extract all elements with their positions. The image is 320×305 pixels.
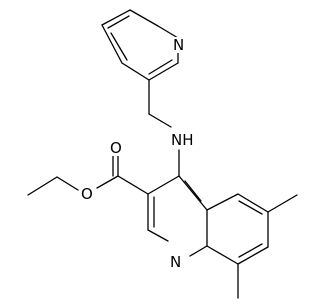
bond: [110, 32, 128, 61]
ester-group: [27, 155, 149, 196]
quinoline-nitrogen-label: N: [170, 253, 181, 271]
label-bg: [169, 131, 195, 149]
bond: [148, 113, 172, 128]
bond: [121, 62, 150, 81]
bond: [147, 175, 180, 195]
methylene-linker: [148, 79, 172, 128]
bond: [117, 175, 149, 195]
bond: [148, 62, 179, 81]
bond: [157, 25, 179, 39]
bond: [206, 245, 239, 265]
label-bg: [108, 140, 124, 156]
quinoline-pyridine-ring: [147, 149, 208, 257]
amine-nh-label: NH: [171, 131, 194, 149]
label-bg: [79, 186, 95, 202]
bond: [267, 194, 298, 213]
bond: [238, 200, 263, 215]
bond: [129, 9, 159, 27]
carbonyl-oxygen-label: O: [110, 139, 122, 157]
atom-labels: N NH O O N: [79, 36, 195, 271]
methyl-groups: [237, 194, 298, 299]
bond: [96, 175, 119, 189]
quinoline-benzene-ring: [206, 193, 269, 265]
bond: [147, 229, 169, 242]
bond: [101, 24, 123, 64]
label-bg: [170, 37, 186, 53]
bond: [206, 193, 239, 211]
label-bg: [168, 254, 184, 270]
bond: [56, 176, 79, 191]
bond: [184, 180, 202, 202]
bond: [237, 193, 269, 213]
ester-oxygen-label: O: [81, 185, 93, 203]
bond: [107, 15, 130, 29]
bond: [101, 9, 131, 26]
bond: [178, 175, 208, 211]
bond: [238, 243, 263, 258]
bond: [27, 176, 58, 196]
pyridine-nitrogen-label: N: [173, 36, 184, 54]
bond: [237, 246, 269, 265]
bond: [148, 59, 173, 75]
bond: [189, 245, 208, 257]
pyridine-ring: [101, 9, 179, 81]
